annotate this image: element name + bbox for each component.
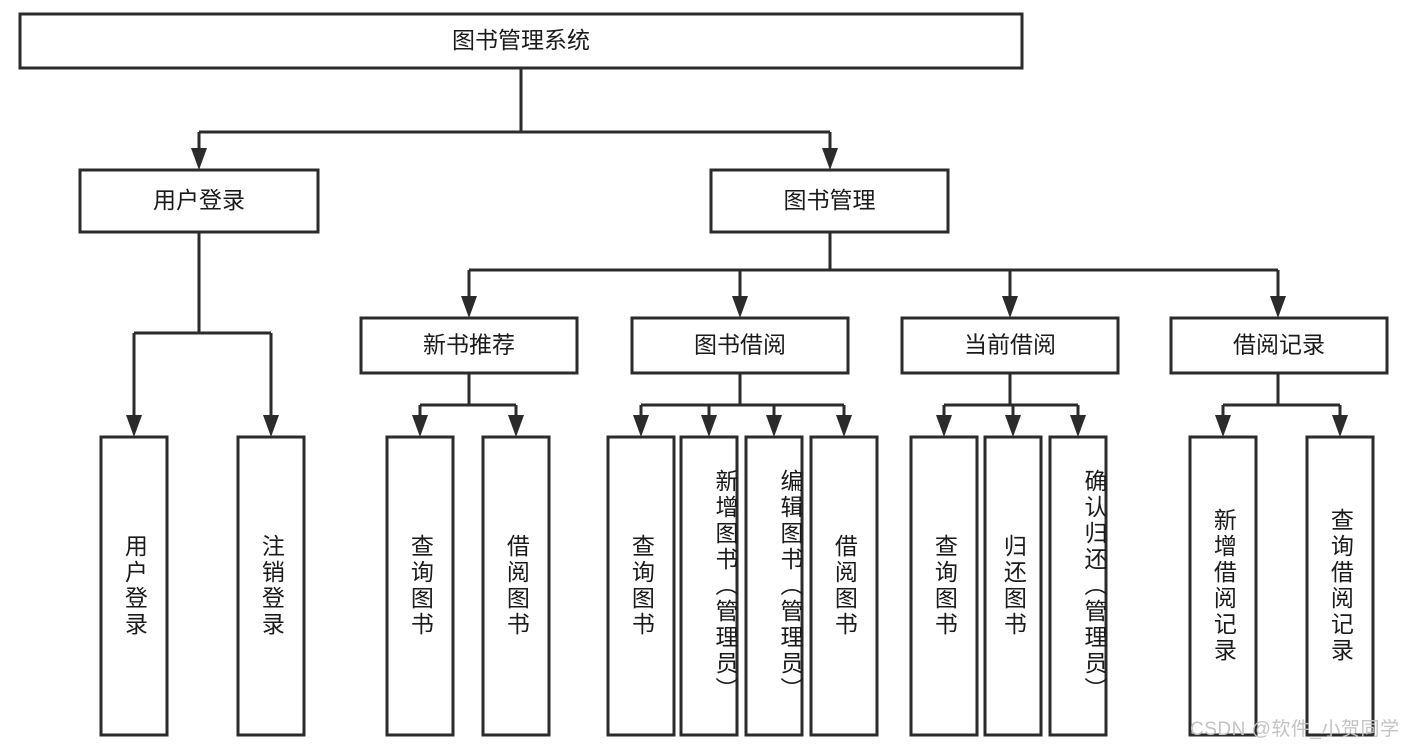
arrow-down-icon-login-0 xyxy=(126,415,142,437)
level3-node-2-box[interactable] xyxy=(900,316,1120,375)
level3-node-3-box[interactable] xyxy=(1169,316,1389,375)
node-boxes-layer xyxy=(18,12,1389,737)
arrow-down-icon-g3-1 xyxy=(1332,415,1348,437)
level3-node-1-box[interactable] xyxy=(630,316,850,375)
leaf-node-4-box[interactable] xyxy=(606,435,676,737)
arrow-down-icon-g1-3 xyxy=(836,415,852,437)
arrow-down-icon-g0-0 xyxy=(412,415,428,437)
arrow-down-icon-g2-0 xyxy=(936,415,952,437)
arrow-down-icon-g0-1 xyxy=(508,415,524,437)
leaf-node-11-box[interactable] xyxy=(1188,435,1258,737)
leaf-node-3-box[interactable] xyxy=(481,435,551,737)
arrow-down-icon-root-0 xyxy=(191,148,207,170)
connectors-layer xyxy=(126,68,1348,437)
leaf-node-7-box[interactable] xyxy=(809,435,879,737)
leaf-node-8-box[interactable] xyxy=(909,435,979,737)
leaf-node-12-box[interactable] xyxy=(1305,435,1375,737)
watermark-csdn: CSDN @软件_小贺同学 xyxy=(1190,719,1400,740)
level3-node-2-label: 当前借阅 xyxy=(964,332,1056,358)
arrow-down-icon-manage-2 xyxy=(1002,296,1018,318)
leaf-node-5-box[interactable] xyxy=(679,435,739,737)
level2-node-1-box[interactable] xyxy=(709,168,950,234)
level2-node-0-label: 用户登录 xyxy=(153,187,245,213)
arrow-down-icon-g1-2 xyxy=(766,415,782,437)
level2-node-0-box[interactable] xyxy=(78,168,320,234)
arrow-down-icon-g2-2 xyxy=(1070,415,1086,437)
arrow-down-icon-g1-0 xyxy=(633,415,649,437)
level2-node-1-label: 图书管理 xyxy=(784,187,876,213)
leaf-node-10-box[interactable] xyxy=(1048,435,1108,737)
level3-node-1-label: 图书借阅 xyxy=(694,332,786,358)
root-node-box[interactable] xyxy=(18,12,1024,70)
arrow-down-icon-g3-0 xyxy=(1215,415,1231,437)
arrow-down-icon-manage-0 xyxy=(461,296,477,318)
level3-node-0-label: 新书推荐 xyxy=(423,332,515,358)
level3-node-3-label: 借阅记录 xyxy=(1233,332,1325,358)
leaf-node-0-box[interactable] xyxy=(99,435,169,737)
level3-node-0-box[interactable] xyxy=(359,316,579,375)
arrow-down-icon-login-1 xyxy=(263,415,279,437)
arrow-down-icon-root-1 xyxy=(822,148,838,170)
arrow-down-icon-manage-3 xyxy=(1270,296,1286,318)
leaf-node-2-box[interactable] xyxy=(385,435,455,737)
arrow-down-icon-manage-1 xyxy=(732,296,748,318)
leaf-node-6-box[interactable] xyxy=(744,435,804,737)
leaf-node-1-box[interactable] xyxy=(236,435,306,737)
root-node-label: 图书管理系统 xyxy=(452,27,590,53)
leaf-node-9-box[interactable] xyxy=(983,435,1043,737)
arrow-down-icon-g1-1 xyxy=(701,415,717,437)
arrow-down-icon-g2-1 xyxy=(1005,415,1021,437)
